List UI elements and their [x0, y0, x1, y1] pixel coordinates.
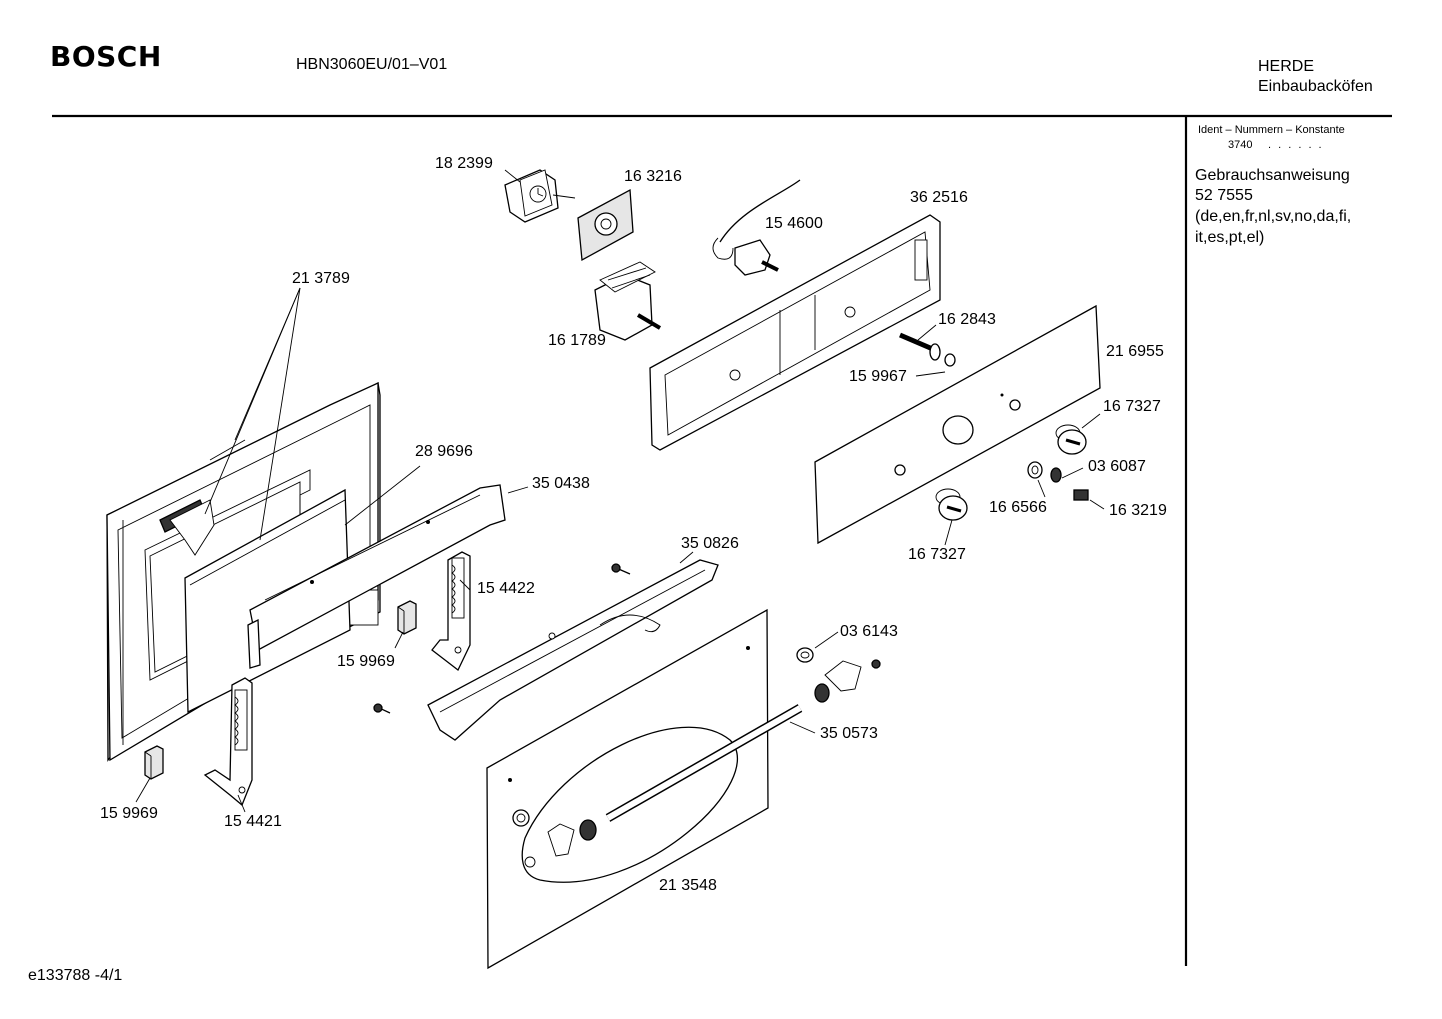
category-title: HERDE: [1258, 58, 1315, 75]
part-label: 15 9967: [849, 368, 907, 385]
handle-bracket-right: [796, 647, 881, 703]
knob-upper: [1055, 424, 1087, 455]
brand-logo: BOSCH: [50, 40, 162, 73]
doc-line: it,es,pt,el): [1195, 229, 1265, 246]
screw-top: [611, 563, 631, 575]
fascia-panel: [814, 304, 1101, 545]
spacer-block-upper: [397, 600, 417, 635]
doc-line: 52 7555: [1195, 187, 1253, 204]
ident-title: Ident – Nummern – Konstante: [1198, 124, 1345, 136]
part-label: 28 9696: [415, 443, 473, 460]
control-panel-frame: [649, 214, 941, 451]
hinge-right: [431, 551, 471, 672]
ident-dots: . . . . . .: [1268, 139, 1324, 151]
spacer-block-lower: [144, 745, 164, 780]
part-label: 15 9969: [337, 653, 395, 670]
outer-door-panel: [486, 608, 769, 970]
category-subtitle: Einbaubacköfen: [1258, 78, 1373, 95]
shaft-162843: [899, 332, 956, 367]
part-label: 21 3548: [659, 877, 717, 894]
part-label: 21 6955: [1106, 343, 1164, 360]
diagram-id: e133788 -4/1: [28, 967, 123, 984]
part-label: 16 7327: [1103, 398, 1161, 415]
part-label: 16 6566: [989, 499, 1047, 516]
part-label: 35 0573: [820, 725, 878, 742]
part-label: 18 2399: [435, 155, 493, 172]
handle-rod: [605, 704, 803, 822]
door-profile-rail: [247, 484, 506, 669]
door-bracket-rail: [427, 559, 719, 741]
timer-clock: [504, 169, 576, 223]
doc-line: (de,en,fr,nl,sv,no,da,fi,: [1195, 208, 1352, 225]
thermostat: [712, 179, 801, 276]
part-label: 15 9969: [100, 805, 158, 822]
part-label: 16 3219: [1109, 502, 1167, 519]
part-label: 15 4421: [224, 813, 282, 830]
selector-switch: [594, 261, 662, 341]
part-label: 36 2516: [910, 189, 968, 206]
hinge-left: [203, 677, 253, 807]
part-label: 35 0826: [681, 535, 739, 552]
knob-lower: [935, 488, 968, 521]
pin-163219: [1073, 489, 1089, 501]
model-code: HBN3060EU/01–V01: [296, 56, 448, 73]
cover-plate: [577, 188, 634, 262]
part-label: 15 4600: [765, 215, 823, 232]
ring-166566: [1027, 461, 1043, 479]
spring-036087: [1050, 467, 1062, 483]
part-label: 16 1789: [548, 332, 606, 349]
doc-line: Gebrauchsanweisung: [1195, 167, 1350, 184]
screw-bottom: [373, 703, 391, 714]
ident-constant: 3740: [1228, 139, 1253, 151]
part-label: 35 0438: [532, 475, 590, 492]
part-label: 16 2843: [938, 311, 996, 328]
part-label: 03 6087: [1088, 458, 1146, 475]
part-label: 03 6143: [840, 623, 898, 640]
part-label: 15 4422: [477, 580, 535, 597]
part-label: 16 3216: [624, 168, 682, 185]
part-label: 21 3789: [292, 270, 350, 287]
part-label: 16 7327: [908, 546, 966, 563]
leader-lines: [135, 169, 1105, 813]
